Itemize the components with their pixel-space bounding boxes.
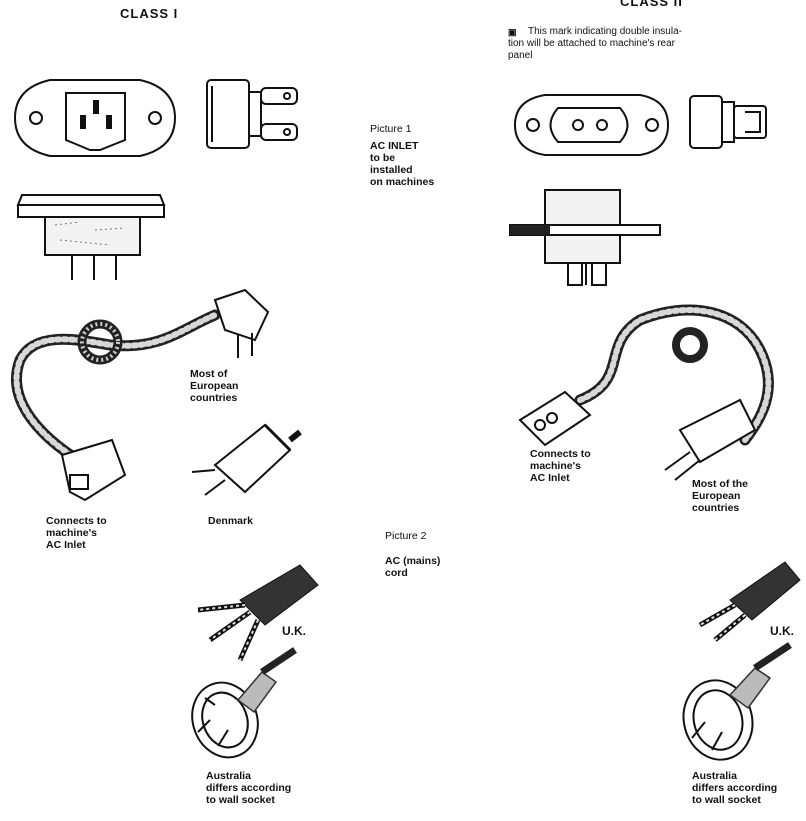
class2-uk-wires: [700, 562, 800, 640]
class1-schuko-plug: [215, 290, 268, 340]
class1-iec-connector: [62, 440, 125, 500]
denmark-plug: [192, 425, 300, 495]
class2-euro-plug: [680, 400, 755, 462]
class1-inlet-top: [18, 195, 164, 280]
class2-australia-plug: [675, 645, 790, 767]
class2-inlet-front: [515, 95, 668, 155]
class2-inlet-top: [510, 190, 660, 285]
class2-cord: [520, 310, 768, 480]
class1-uk-wires: [198, 565, 318, 660]
class2-inlet-side: [690, 96, 766, 148]
class1-inlet-front: [15, 80, 175, 156]
class1-australia-plug: [182, 650, 295, 767]
class1-inlet-side: [207, 80, 297, 148]
